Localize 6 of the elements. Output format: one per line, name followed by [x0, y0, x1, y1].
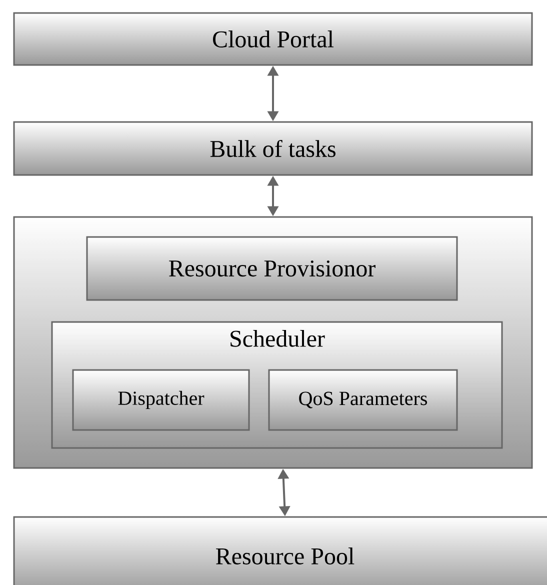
- process-box: QoS Parameters: [268, 369, 458, 431]
- process-box: Cloud Portal: [13, 12, 533, 66]
- process-box: Dispatcher: [72, 369, 250, 431]
- process-box: Resource Provisionor: [86, 236, 458, 301]
- process-box: Bulk of tasks: [13, 121, 533, 176]
- process-box: Resource Pool: [13, 516, 547, 585]
